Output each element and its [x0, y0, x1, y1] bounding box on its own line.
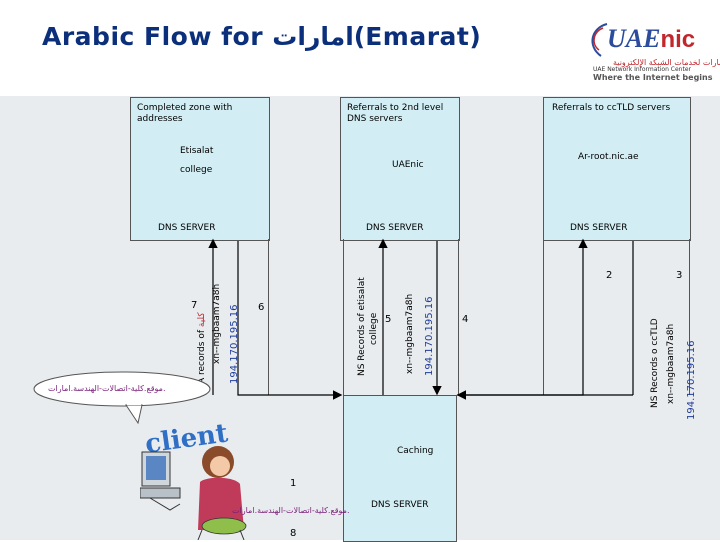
ip-left-label: 194.170.195.16: [229, 304, 240, 384]
ip-mid-label: 194.170.195.16: [424, 296, 435, 376]
ar-root-label: Ar-root.nic.ae: [578, 152, 639, 162]
cctld-referrals-box: [543, 97, 691, 241]
logo-arabic-text: مركز الإمارات لخدمات الشبكة الإلكترونية: [613, 58, 720, 67]
completed-dns-server-label: DNS SERVER: [158, 223, 216, 233]
divider-right-b: [689, 239, 690, 395]
etisalat-label: Etisalat: [180, 146, 214, 156]
xn-left-label: xn--mgbaam7a8h: [212, 283, 222, 364]
divider-mid-b: [458, 239, 459, 395]
page-title: Arabic Flow for امارات(Emarat): [42, 22, 481, 51]
arrow-step-6: [237, 241, 343, 400]
xn-mid-label: xn--mgbaam7a8h: [405, 293, 415, 374]
step-7-label: 7: [191, 300, 198, 311]
ip-right-label: 194.170.195.16: [686, 340, 697, 420]
ns-etisalat-label: NS Records of etisalat: [357, 277, 367, 376]
logo-wordmark: UAEnic: [607, 24, 696, 53]
second-level-dns-server-label: DNS SERVER: [366, 223, 424, 233]
step-2-label: 2: [606, 270, 613, 281]
divider-left-a: [268, 239, 269, 395]
caching-dns-server-label: DNS SERVER: [371, 500, 429, 510]
query-speech-bubble: [33, 371, 211, 425]
completed-zone-box: [130, 97, 270, 241]
step-6-label: 6: [258, 302, 265, 313]
college-label: college: [180, 165, 213, 175]
caching-label: Caching: [397, 446, 434, 456]
second-level-referrals-box: [340, 97, 460, 241]
arabic-domain-bottom: موقع.كلية-اتصالات-الهندسة.امارات.: [232, 506, 350, 515]
logo-mark-icon: [591, 23, 608, 57]
uaenic-label: UAEnic: [392, 160, 424, 170]
uaenic-logo: UAEnic مركز الإمارات لخدمات الشبكة الإلك…: [585, 18, 720, 88]
step-3-label: 3: [676, 270, 683, 281]
step-8-label: 8: [290, 528, 297, 539]
arrow-step-2: [457, 238, 588, 396]
cctld-dns-server-label: DNS SERVER: [570, 223, 628, 233]
ns-college-label: college: [369, 312, 379, 345]
arabic-domain-query: موقع.كلية-اتصالات-الهندسة.امارات.: [48, 384, 166, 393]
logo-slogan: Where the Internet begins: [593, 73, 713, 82]
step-5-label: 5: [385, 314, 392, 325]
ns-cctld-label: NS Records o ccTLD: [650, 318, 660, 408]
divider-mid-a: [343, 239, 344, 395]
completed-zone-header: Completed zone with addresses: [137, 103, 233, 124]
cctld-header: Referrals to ccTLD servers: [552, 103, 671, 113]
divider-right-a: [543, 239, 544, 395]
xn-right-label: xn--mgbaam7a8h: [666, 323, 676, 404]
client-person-illustration: [140, 446, 247, 540]
step-1-label: 1: [290, 478, 297, 489]
logo-english-text: UAE Network Information Center: [593, 66, 691, 73]
step-4-label: 4: [462, 314, 469, 325]
second-level-header: Referrals to 2nd level DNS servers: [347, 103, 444, 124]
